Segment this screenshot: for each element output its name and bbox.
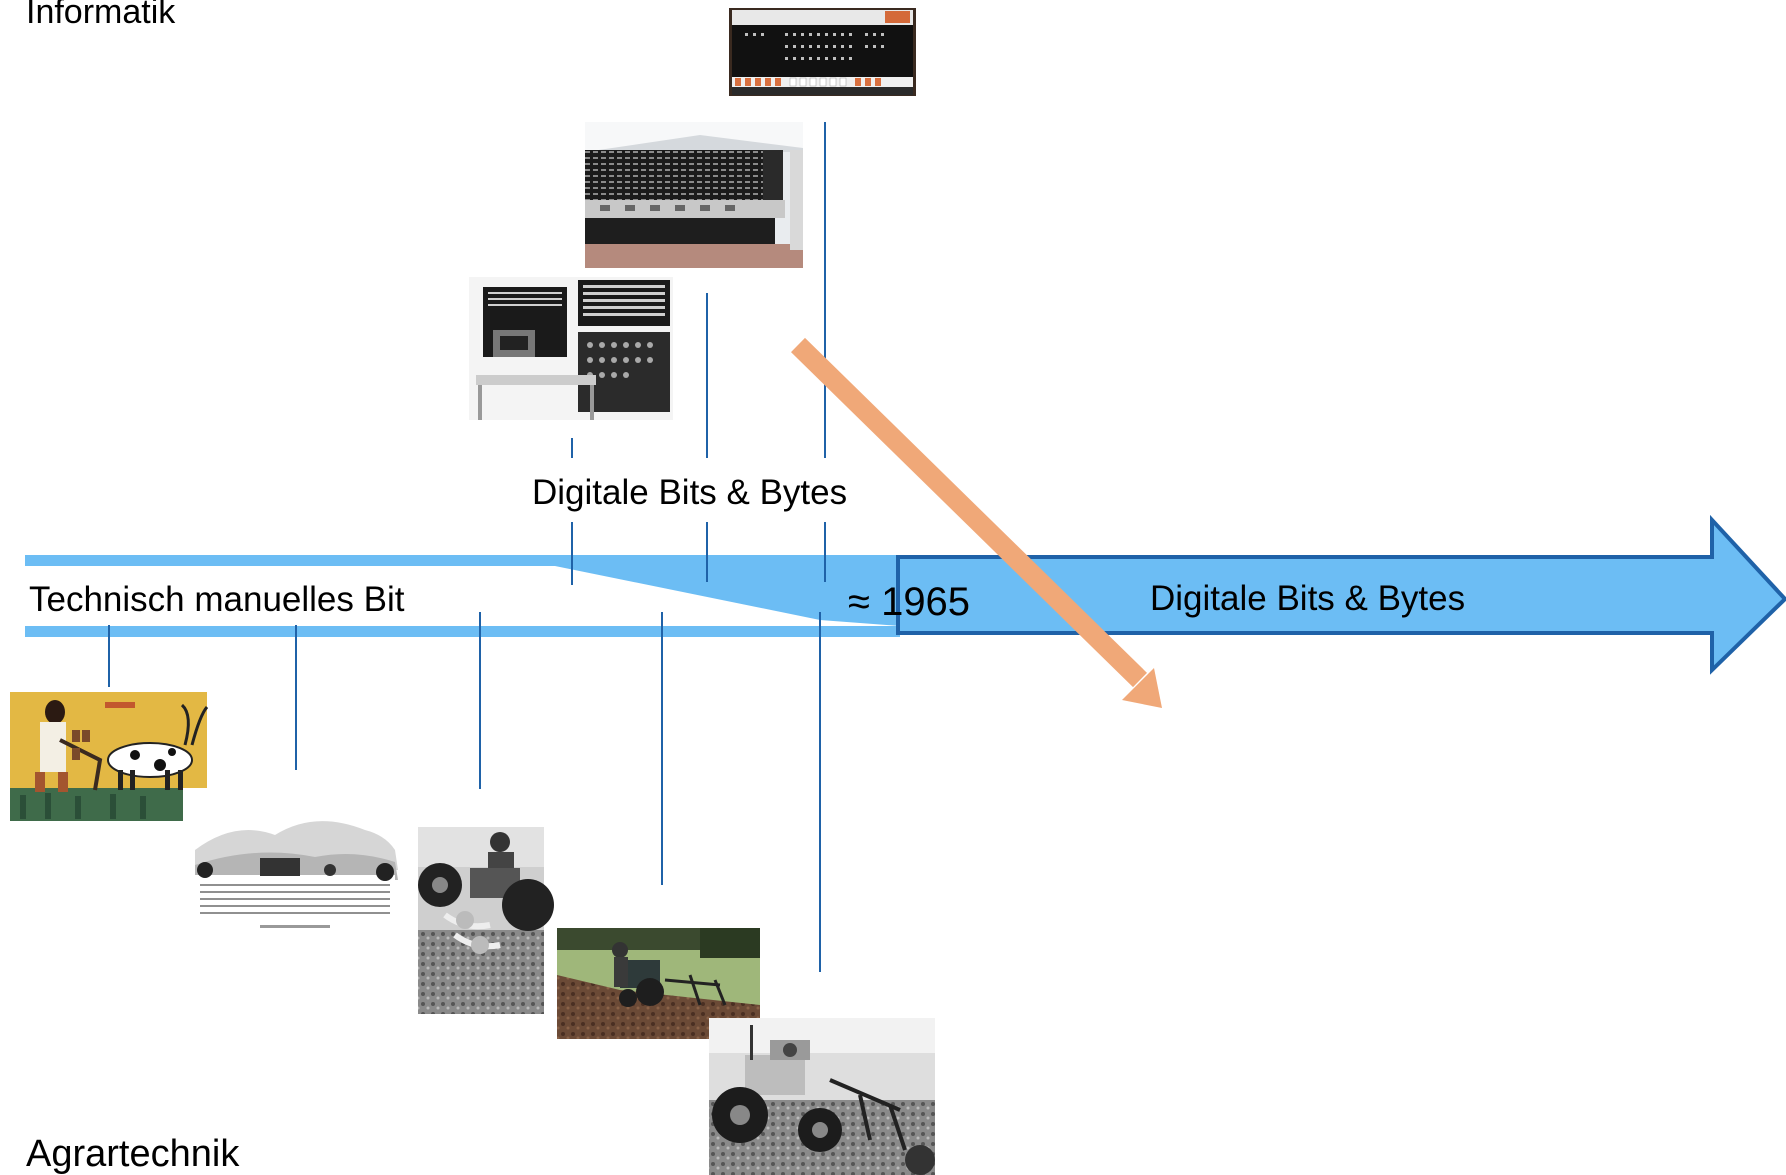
category-agrartechnik: Agrartechnik — [26, 1135, 239, 1173]
pdp-computer-panel-photo — [729, 8, 916, 96]
diagonal-arrow — [798, 345, 1162, 708]
mainframe-computer-room-photo — [585, 122, 803, 268]
band-top-line — [25, 555, 900, 566]
egyptian-plowing-painting — [10, 692, 207, 821]
relay-computer-photo — [469, 277, 673, 420]
steam-ploughing-engraving — [190, 797, 398, 935]
manual-bit-label: Technisch manuelles Bit — [29, 582, 404, 617]
band-bottom-line — [25, 626, 900, 637]
year-label: ≈ 1965 — [848, 582, 970, 622]
digital-bits-top-label: Digitale Bits & Bytes — [532, 475, 847, 510]
category-informatik: Informatik — [26, 0, 175, 29]
man-on-tractor-plough-photo — [418, 827, 554, 1014]
digital-bits-arrow-label: Digitale Bits & Bytes — [1150, 581, 1465, 616]
tractor-with-plough-photo — [709, 1018, 935, 1175]
